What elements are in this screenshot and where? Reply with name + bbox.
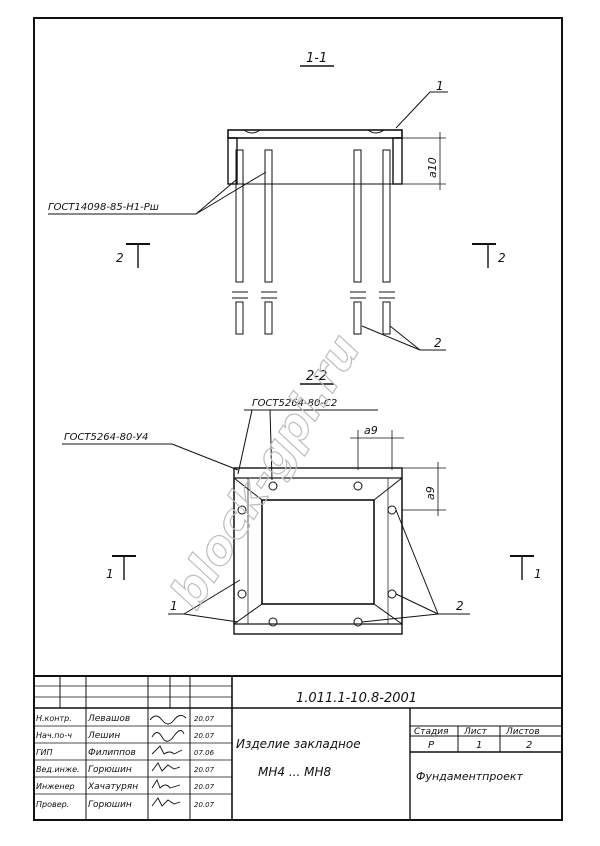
dim-a10-label: a10	[426, 157, 439, 178]
gost-weld-frame: ГОСТ5264-80-У4	[64, 432, 148, 443]
section-2-title: 2-2	[306, 369, 327, 384]
dim-a9-horizontal: a9	[364, 424, 378, 437]
svg-text:Филиппов: Филиппов	[88, 748, 136, 758]
svg-text:2: 2	[498, 251, 506, 265]
callout-2-bottom: 2	[456, 599, 464, 613]
svg-text:1: 1	[534, 567, 542, 581]
svg-text:Лешин: Лешин	[87, 731, 120, 741]
svg-text:Хачатурян: Хачатурян	[87, 782, 138, 792]
sheet-header: Лист	[463, 727, 488, 737]
cut-1-right: 1	[510, 555, 542, 581]
section-2-2: 2-2 ГОСТ5264-80-С2	[62, 369, 542, 635]
product-name: Изделие закладное	[236, 737, 361, 751]
svg-text:Вед.инже.: Вед.инже.	[36, 765, 80, 774]
signer-row: Инженер Хачатурян 20.07	[36, 778, 215, 792]
svg-text:Горюшин: Горюшин	[88, 800, 132, 810]
svg-text:20.07: 20.07	[194, 783, 215, 791]
break-marks	[232, 291, 395, 299]
signer-row: Вед.инже. Горюшин 20.07	[36, 762, 215, 775]
signer-row: Нач.по-ч Лешин 20.07	[36, 730, 215, 742]
svg-text:20.07: 20.07	[194, 715, 215, 723]
svg-text:Нач.по-ч: Нач.по-ч	[36, 731, 72, 740]
anchor-bars-upper	[235, 149, 391, 283]
svg-text:ГИП: ГИП	[36, 748, 52, 757]
cut-2-left: 2	[116, 243, 150, 268]
stage-header: Стадия	[414, 727, 449, 737]
doc-code: 1.011.1-10.8-2001	[296, 691, 417, 706]
callout-1-bottom: 1	[170, 599, 178, 613]
title-block: 1.011.1-10.8-2001 Изделие закладное МН4 …	[33, 675, 563, 821]
svg-text:1: 1	[106, 567, 114, 581]
svg-text:Горюшин: Горюшин	[88, 765, 132, 775]
signer-row: ГИП Филиппов 07.06	[36, 745, 215, 758]
product-range: МН4 ... МН8	[258, 765, 331, 779]
svg-text:07.06: 07.06	[194, 749, 215, 757]
svg-text:Инженер: Инженер	[36, 782, 75, 791]
gost-weld-top: ГОСТ14098-85-Н1-Рш	[48, 202, 159, 213]
anchor-bars-lower	[235, 301, 391, 335]
section-1-title: 1-1	[306, 51, 327, 66]
sheets-value: 2	[526, 740, 532, 751]
svg-text:20.07: 20.07	[194, 732, 215, 740]
svg-text:20.07: 20.07	[194, 801, 215, 809]
signer-row: Н.контр. Левашов 20.07	[36, 714, 215, 725]
dim-a9-vertical: a9	[424, 486, 437, 500]
section-1-1: 1-1	[48, 51, 506, 351]
svg-text:2: 2	[116, 251, 124, 265]
cut-2-right: 2	[472, 243, 506, 268]
signer-row: Провер. Горюшин 20.07	[36, 797, 215, 810]
sheets-header: Листов	[505, 727, 540, 737]
svg-text:Провер.: Провер.	[36, 800, 69, 809]
organization: Фундаментпроект	[416, 770, 523, 783]
watermark: block-gpi.ru	[160, 325, 371, 618]
stage-value: Р	[428, 740, 435, 751]
svg-text:Левашов: Левашов	[87, 714, 130, 724]
cut-1-left: 1	[106, 555, 136, 581]
svg-text:Н.контр.: Н.контр.	[36, 714, 72, 723]
svg-text:20.07: 20.07	[194, 766, 215, 774]
callout-1-top: 1	[436, 79, 444, 93]
sheet-value: 1	[476, 740, 482, 751]
callout-2-top: 2	[434, 336, 442, 350]
gost-weld-corner: ГОСТ5264-80-С2	[252, 398, 337, 409]
